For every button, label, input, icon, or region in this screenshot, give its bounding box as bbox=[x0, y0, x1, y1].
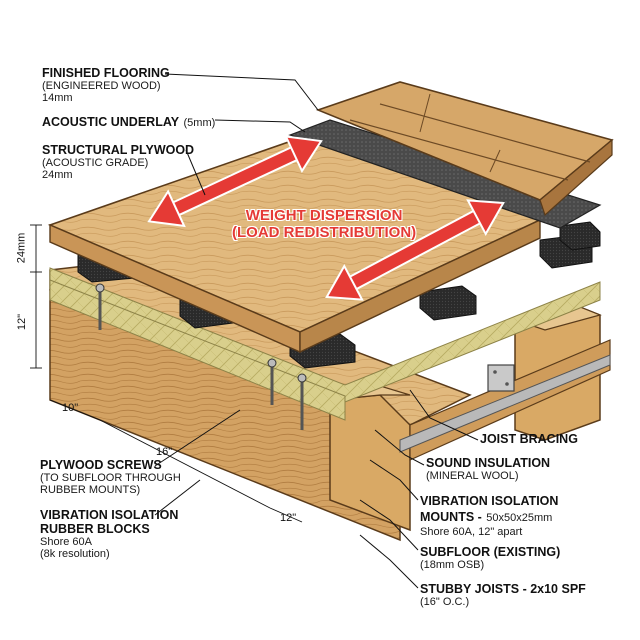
joist-bracing bbox=[487, 364, 515, 392]
structural-plywood-title: STRUCTURAL PLYWOOD bbox=[42, 143, 195, 157]
rubber-blocks-title: VIBRATION ISOLATION bbox=[40, 508, 179, 522]
rubber-blocks-title2: RUBBER BLOCKS bbox=[40, 522, 150, 536]
vibration-mounts-sub1: Shore 60A, 12" apart bbox=[420, 525, 523, 538]
dim-joist-height: 12" bbox=[16, 313, 29, 331]
dim-joist-spacing: 16" bbox=[156, 446, 173, 458]
label-plywood-screws: PLYWOOD SCREWS (TO SUBFLOOR THROUGH RUBB… bbox=[40, 458, 181, 497]
acoustic-underlay-title: ACOUSTIC UNDERLAY bbox=[42, 115, 180, 129]
subfloor-osb bbox=[399, 354, 611, 453]
leader-lines bbox=[154, 73, 479, 589]
plywood-screws bbox=[95, 283, 307, 430]
joist-bracing-title: JOIST BRACING bbox=[480, 432, 578, 446]
vibration-mounts-spec: 50x50x25mm bbox=[486, 512, 553, 524]
vibration-mounts-title: VIBRATION ISOLATION bbox=[420, 494, 559, 508]
label-subfloor: SUBFLOOR (EXISTING) (18mm OSB) bbox=[420, 545, 560, 571]
rubber-blocks-sub2: (8k resolution) bbox=[40, 548, 110, 561]
label-rubber-blocks: VIBRATION ISOLATION RUBBER BLOCKS Shore … bbox=[40, 508, 178, 561]
subfloor-title: SUBFLOOR (EXISTING) bbox=[420, 545, 561, 559]
finished-flooring-sub1: (ENGINEERED WOOD) bbox=[42, 80, 161, 92]
plywood-screws-sub1: (TO SUBFLOOR THROUGH bbox=[40, 472, 181, 484]
label-structural-plywood: STRUCTURAL PLYWOOD (ACOUSTIC GRADE) 24mm bbox=[42, 143, 194, 182]
subfloor-sub1: (18mm OSB) bbox=[420, 559, 485, 571]
label-sound-insulation: SOUND INSULATION (MINERAL WOOL) bbox=[426, 456, 550, 482]
stubby-joists-title: STUBBY JOISTS - 2x10 SPF bbox=[420, 582, 586, 596]
structural-plywood-sub2: 24mm bbox=[42, 169, 73, 182]
dim-plywood-thickness: 24mm bbox=[15, 232, 28, 264]
sound-insulation-title: SOUND INSULATION bbox=[426, 456, 551, 470]
dim-mount-spacing: 12" bbox=[280, 512, 297, 524]
acoustic-underlay bbox=[288, 119, 602, 229]
plywood-screws-title: PLYWOOD SCREWS bbox=[40, 458, 162, 472]
label-finished-flooring: FINISHED FLOORING (ENGINEERED WOOD) 14mm bbox=[42, 66, 170, 105]
label-weight-dispersion: WEIGHT DISPERSION (LOAD REDISTRIBUTION) bbox=[232, 207, 417, 242]
structural-plywood bbox=[47, 137, 543, 354]
vibration-mounts-title2: MOUNTS - bbox=[420, 510, 482, 524]
label-vibration-mounts: VIBRATION ISOLATION MOUNTS - 50x50x25mm … bbox=[420, 494, 558, 538]
finished-flooring-title: FINISHED FLOORING bbox=[42, 66, 170, 80]
finished-flooring bbox=[315, 81, 614, 217]
label-acoustic-underlay: ACOUSTIC UNDERLAY (5mm) bbox=[42, 113, 215, 131]
structural-plywood-sub1: (ACOUSTIC GRADE) bbox=[42, 157, 149, 169]
dim-block-spacing: 10" bbox=[62, 402, 79, 414]
weight-dispersion-line1: WEIGHT DISPERSION bbox=[245, 207, 403, 224]
weight-dispersion-arrows bbox=[147, 135, 505, 301]
acoustic-underlay-sub1: (5mm) bbox=[183, 117, 216, 129]
sound-insulation-sub1: (MINERAL WOOL) bbox=[426, 470, 519, 482]
label-joist-bracing: JOIST BRACING bbox=[480, 432, 578, 446]
finished-flooring-sub2: 14mm bbox=[42, 92, 73, 105]
plywood-screws-sub2: RUBBER MOUNTS) bbox=[40, 484, 141, 497]
stubby-joists-sub1: (16" O.C.) bbox=[420, 596, 470, 608]
label-stubby-joists: STUBBY JOISTS - 2x10 SPF (16" O.C.) bbox=[420, 582, 586, 608]
rubber-blocks-sub1: Shore 60A bbox=[40, 536, 92, 548]
weight-dispersion-line2: (LOAD REDISTRIBUTION) bbox=[232, 223, 417, 241]
dimension-lines bbox=[30, 224, 303, 523]
